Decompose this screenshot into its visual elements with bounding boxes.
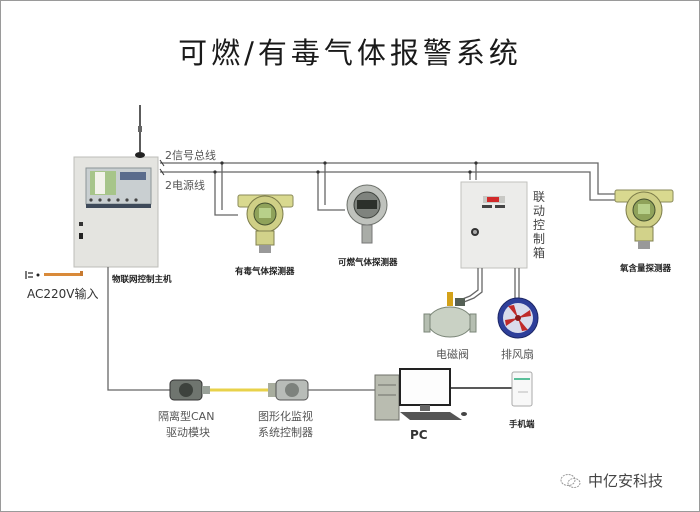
mobile-label: 手机端 — [509, 420, 535, 430]
solenoid-valve-device — [423, 292, 477, 338]
can-bus-line — [107, 267, 170, 391]
combustible-detector-label: 可燃气体探测器 — [338, 258, 398, 268]
main-controller-cabinet — [73, 156, 159, 268]
antenna-icon — [135, 105, 145, 158]
toxic-detector-label: 有毒气体探测器 — [235, 267, 295, 277]
linkage-output-lines — [459, 268, 520, 303]
can-module-label-line1: 隔离型CAN — [158, 410, 215, 423]
signal-bus-line — [160, 162, 620, 210]
can-driver-module-device — [169, 379, 210, 401]
signal-bus-label: 2信号总线 — [165, 149, 216, 162]
mobile-phone-device — [511, 371, 533, 407]
bus-junction-dots — [213, 161, 478, 174]
watermark: 中亿安科技 — [560, 470, 663, 491]
can-module-label-line2: 驱动模块 — [166, 426, 210, 439]
main-controller-label: 物联网控制主机 — [112, 275, 172, 285]
linkage-box-label: 联动控制箱 — [532, 190, 545, 260]
diagram-title: 可燃/有毒气体报警系统 — [178, 36, 522, 70]
oxygen-detector-label: 氧含量探测器 — [620, 264, 672, 274]
power-bus-label: 2电源线 — [165, 179, 205, 192]
solenoid-valve-label: 电磁阀 — [436, 348, 469, 361]
oxygen-detector-device — [614, 189, 674, 249]
monitor-controller-label-line2: 系统控制器 — [258, 426, 313, 439]
wechat-icon — [560, 473, 581, 488]
ac-input-label: AC220V输入 — [27, 287, 99, 301]
combustible-detector-device — [346, 184, 388, 244]
power-bus-line — [160, 171, 620, 216]
ac-plug-icon — [25, 271, 83, 279]
wire-terminal-marks — [159, 159, 165, 176]
monitor-controller-label-line1: 图形化监视 — [258, 410, 313, 423]
pc-device — [374, 368, 467, 421]
linkage-control-box — [460, 181, 528, 269]
graphic-monitor-controller-device — [268, 379, 309, 401]
watermark-text: 中亿安科技 — [588, 472, 664, 490]
toxic-detector-device — [237, 194, 294, 253]
exhaust-fan-device — [497, 297, 539, 339]
exhaust-fan-label: 排风扇 — [501, 348, 534, 361]
pc-label: PC — [410, 428, 428, 442]
